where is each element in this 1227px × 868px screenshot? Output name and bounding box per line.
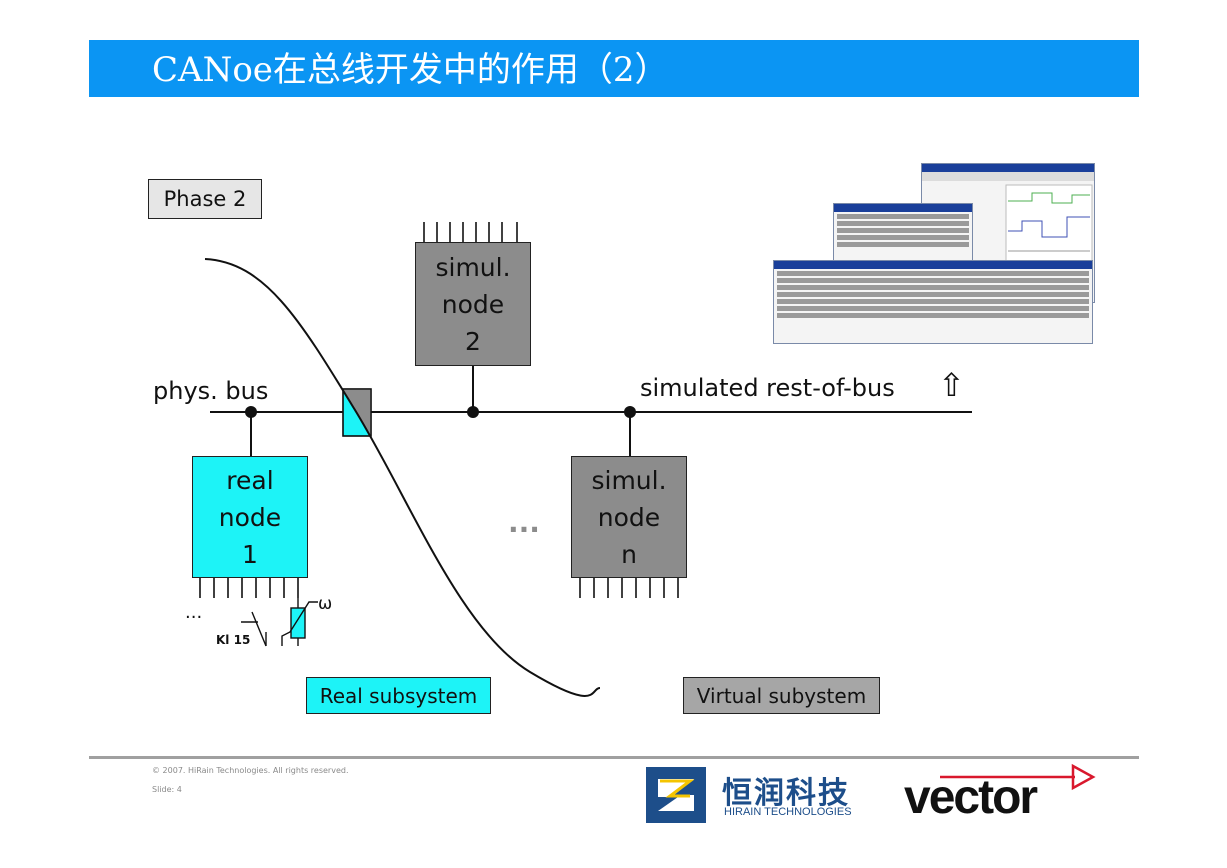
junction-dot [467,406,479,418]
footer-divider [89,756,1139,759]
simul-node-n: simul. node n [571,456,687,578]
trace-window-thumbnail [773,260,1093,344]
simul-node-2: simul. node 2 [415,242,531,366]
canoe-screenshot-thumbnail [773,163,1095,345]
node-pins [199,578,299,598]
junction-dot [624,406,636,418]
real-node-1: real node 1 [192,456,308,578]
phase-label: Phase 2 [148,179,262,219]
slide-title: CANoe在总线开发中的作用（2） [152,50,669,90]
up-arrow-icon: ⇧ [938,366,965,404]
title-bar [89,40,1139,97]
kl15-switch [241,611,267,647]
copyright-text: © 2007. HiRain Technologies. All rights … [152,766,349,775]
vector-logo: vector [904,771,1038,824]
hirain-en-name: HIRAIN TECHNOLOGIES [724,806,852,818]
junction-dot [245,406,257,418]
kl15-label: Kl 15 [216,633,251,647]
real-subsystem-label: Real subsystem [306,677,491,714]
sensor-element [281,598,318,646]
pin-ellipsis: ... [185,602,203,623]
slide-number-label: Slide: 4 [152,785,182,794]
phys-bus-label: phys. bus [153,377,269,405]
subsystem-divider-curve [204,258,601,697]
simulated-bus-label: simulated rest-of-bus [640,374,895,402]
slide-number: 4 [176,785,182,794]
omega-label: ω [318,594,333,614]
slide-prefix: Slide: [152,785,175,794]
hirain-logo-icon [646,767,706,823]
vector-arrow-icon [940,763,1096,791]
virtual-subsystem-label: Virtual subystem [683,677,880,714]
node-pins [579,578,679,598]
node-ellipsis: ... [508,506,540,539]
hirain-cn-name: 恒润科技 [722,776,850,811]
node-pins [423,222,518,242]
